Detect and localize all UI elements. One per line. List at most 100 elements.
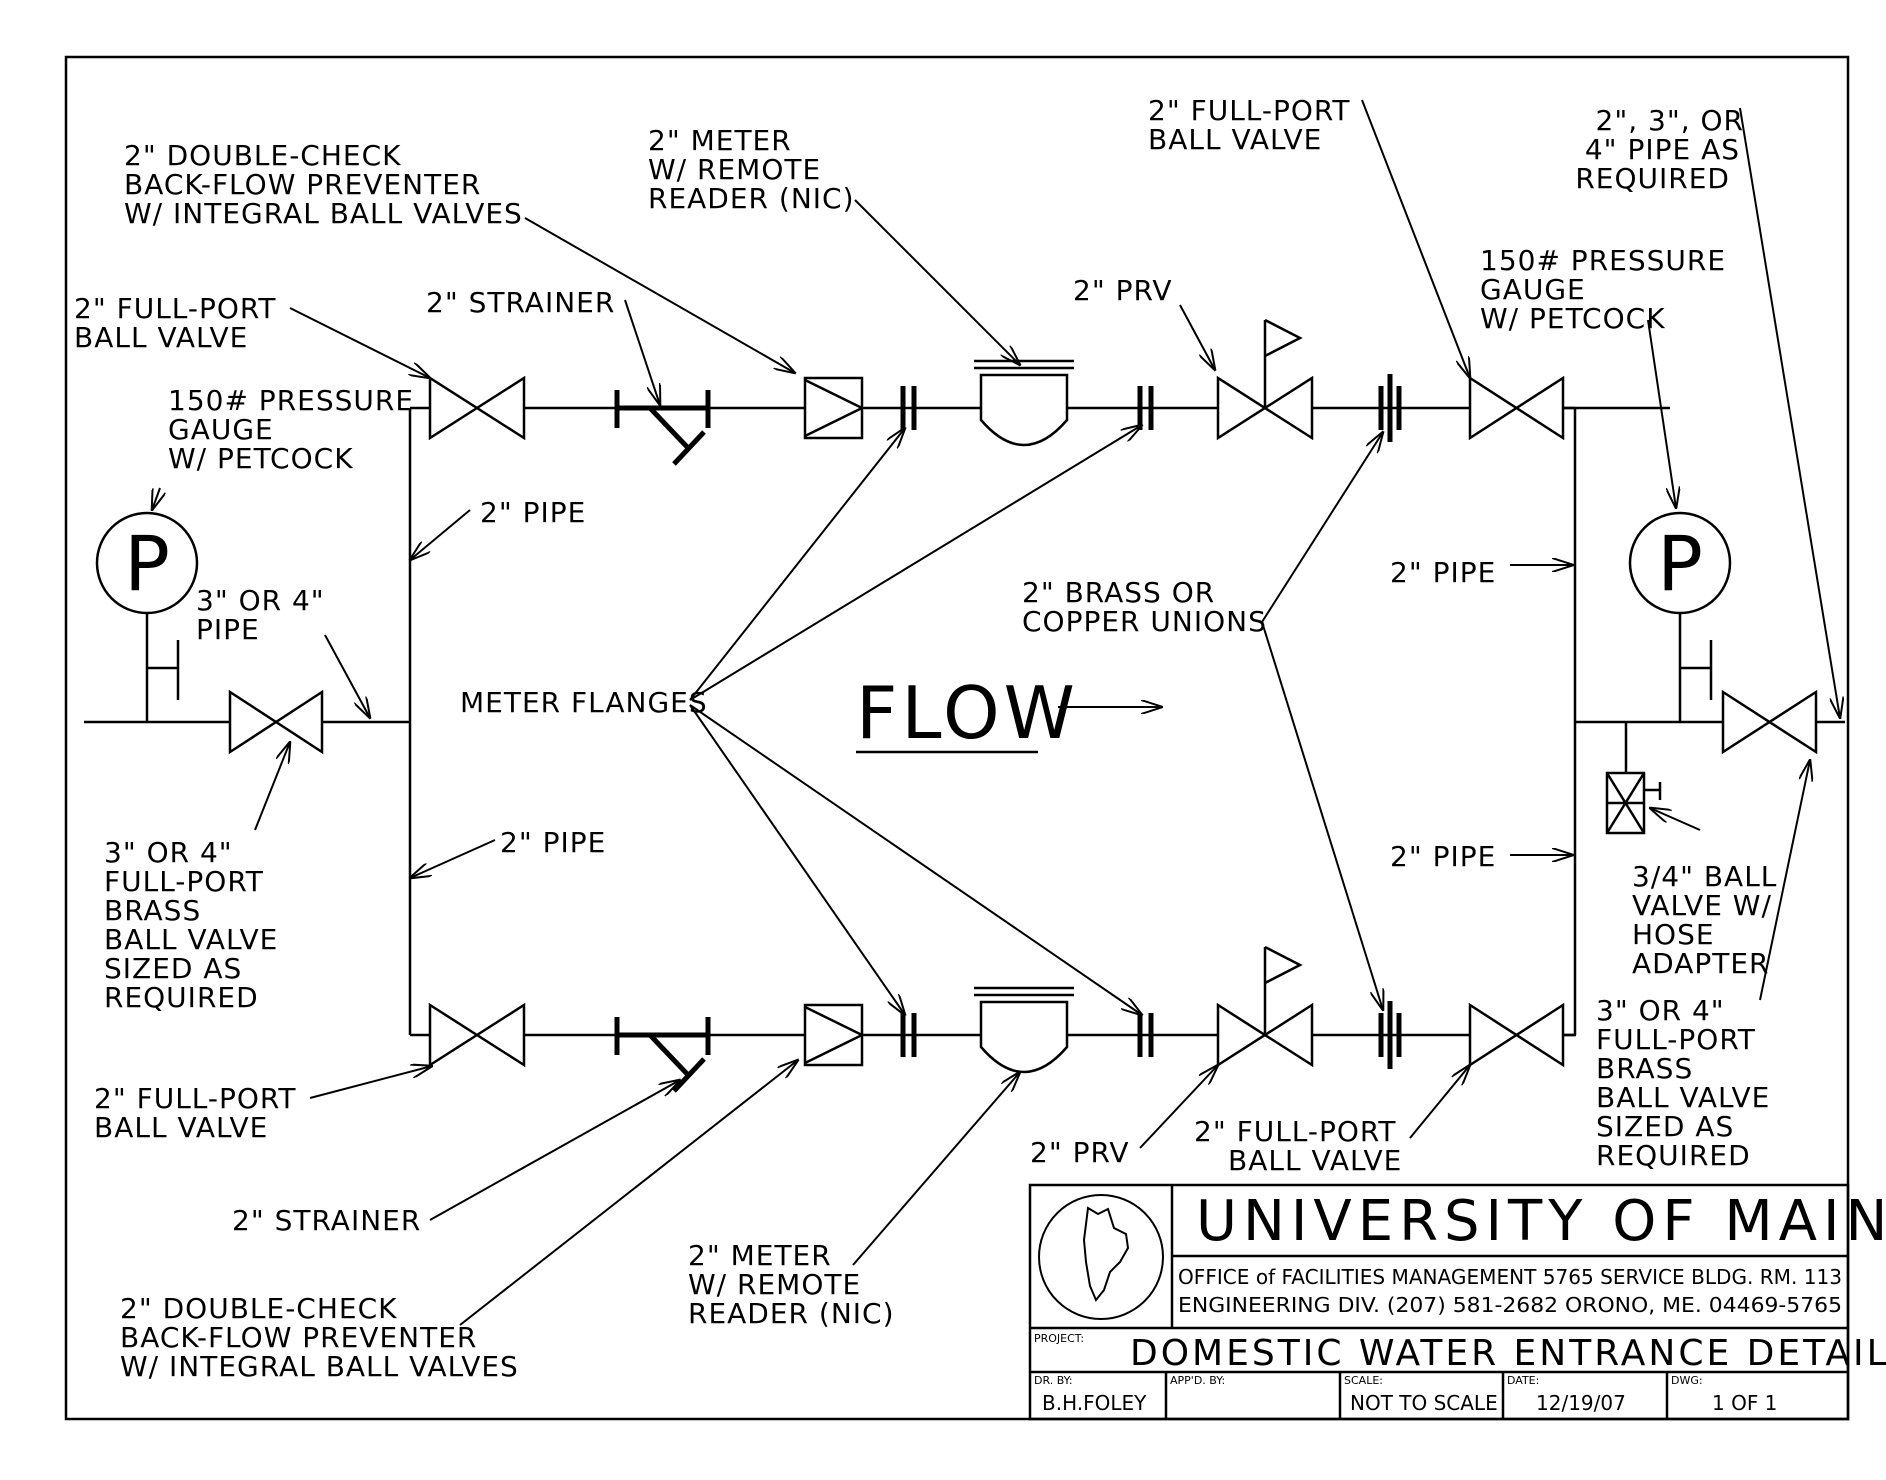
meter-flange-bottom-right-icon — [1137, 1013, 1154, 1057]
sheet-border — [64, 55, 1850, 1421]
ball-valve-inlet-icon — [228, 689, 324, 755]
label-dcv-top-line1: 2" DOUBLE-CHECK — [124, 139, 402, 172]
label-bv-left-line5: SIZED AS — [104, 952, 242, 985]
label-meter-bottom-line3: READER (NIC) — [688, 1297, 895, 1330]
label-meter-bottom-line2: W/ REMOTE — [688, 1268, 861, 1301]
label-meter-top-line2: W/ REMOTE — [648, 153, 821, 186]
label-bv-right-line5: SIZED AS — [1596, 1110, 1734, 1143]
gauge-right-symbol: P — [1657, 519, 1703, 608]
title-drby: B.H.FOLEY — [1042, 1391, 1147, 1415]
label-pipe-right-top: 2" PIPE — [1390, 556, 1496, 589]
label-bv-right-line2: FULL-PORT — [1596, 1023, 1756, 1056]
label-pipe-required-line1: 2", 3", OR — [1596, 104, 1744, 137]
title-office-line1: OFFICE of FACILITIES MANAGEMENT 5765 SER… — [1178, 1265, 1842, 1289]
ball-valve-top-left-icon — [428, 375, 526, 441]
label-dcv-bottom-line1: 2" DOUBLE-CHECK — [120, 1292, 398, 1325]
union-top-icon — [1378, 374, 1402, 442]
label-gauge-right-line2: GAUGE — [1480, 273, 1586, 306]
label-fpbv-bottom-left-line1: 2" FULL-PORT — [94, 1082, 296, 1115]
label-bv-left-line1: 3" OR 4" — [104, 836, 233, 869]
label-fpbv-top-left-line2: BALL VALVE — [74, 321, 248, 354]
label-dcv-top-line3: W/ INTEGRAL BALL VALVES — [124, 197, 523, 230]
label-pipe-right-bottom: 2" PIPE — [1390, 840, 1496, 873]
title-scale: NOT TO SCALE — [1350, 1391, 1498, 1415]
union-bottom-icon — [1378, 1001, 1402, 1069]
label-bv-right-line4: BALL VALVE — [1596, 1081, 1770, 1114]
label-meter-flanges: METER FLANGES — [460, 686, 708, 719]
title-office-line2: ENGINEERING DIV. (207) 581-2682 ORONO, M… — [1178, 1293, 1842, 1317]
leader-lines — [152, 99, 1840, 1326]
label-dcv-bottom-line3: W/ INTEGRAL BALL VALVES — [120, 1350, 519, 1383]
label-pipe-left-top: 2" PIPE — [480, 496, 586, 529]
label-gauge-right-line1: 150# PRESSURE — [1480, 244, 1726, 277]
label-pipe-required-line2: 4" PIPE AS — [1585, 133, 1740, 166]
label-hose-valve-line2: VALVE W/ — [1632, 889, 1772, 922]
label-bv-right-line1: 3" OR 4" — [1596, 994, 1725, 1027]
label-bv-left-line2: FULL-PORT — [104, 865, 264, 898]
label-hose-valve-line4: ADAPTER — [1632, 947, 1770, 980]
strainer-bottom-icon — [614, 1017, 711, 1093]
label-prv-bottom: 2" PRV — [1030, 1136, 1130, 1169]
title-date: 12/19/07 — [1536, 1391, 1626, 1415]
maine-seal-icon — [1038, 1194, 1164, 1320]
label-gauge-left-line3: W/ PETCOCK — [168, 442, 354, 475]
label-fpbv-bottom-right-line1: 2" FULL-PORT — [1194, 1115, 1396, 1148]
label-gauge-right-line3: W/ PETCOCK — [1480, 302, 1666, 335]
label-strainer-bottom: 2" STRAINER — [232, 1204, 421, 1237]
label-fpbv-top-right-line2: BALL VALVE — [1148, 123, 1322, 156]
label-bv-left-line3: BRASS — [104, 894, 201, 927]
label-meter-top-line3: READER (NIC) — [648, 182, 855, 215]
prv-top-icon — [1216, 318, 1314, 441]
prv-bottom-icon — [1216, 945, 1314, 1068]
title-dwg-label: DWG: — [1671, 1374, 1703, 1387]
ball-valve-bottom-left-icon — [428, 1002, 526, 1068]
label-pipe-required-line3: REQUIRED — [1575, 162, 1730, 195]
title-university: UNIVERSITY OF MAINE — [1196, 1189, 1886, 1254]
label-fpbv-top-right-line1: 2" FULL-PORT — [1148, 94, 1350, 127]
label-strainer-top: 2" STRAINER — [426, 286, 615, 319]
meter-bottom-icon — [974, 986, 1074, 1074]
strainer-top-icon — [614, 390, 711, 466]
label-meter-top-line1: 2" METER — [648, 124, 792, 157]
label-unions-line1: 2" BRASS OR — [1022, 576, 1215, 609]
label-bv-right-line6: REQUIRED — [1596, 1139, 1751, 1172]
annotation-labels: 2" DOUBLE-CHECK BACK-FLOW PREVENTER W/ I… — [74, 94, 1777, 1383]
label-dcv-bottom-line2: BACK-FLOW PREVENTER — [120, 1321, 477, 1354]
ball-valve-top-right-icon — [1468, 375, 1565, 441]
meter-flange-top-right-icon — [1137, 386, 1154, 430]
gauge-left-symbol: P — [124, 519, 170, 608]
title-project-label: PROJECT: — [1034, 1332, 1084, 1345]
title-drby-label: DR. BY: — [1034, 1374, 1073, 1387]
title-date-label: DATE: — [1507, 1374, 1539, 1387]
meter-flange-bottom-left-icon — [900, 1013, 917, 1057]
title-project: DOMESTIC WATER ENTRANCE DETAIL — [1130, 1333, 1886, 1374]
pressure-gauge-left-icon — [95, 511, 199, 722]
label-meter-bottom-line1: 2" METER — [688, 1239, 832, 1272]
label-fpbv-bottom-left-line2: BALL VALVE — [94, 1111, 268, 1144]
label-bv-left-line4: BALL VALVE — [104, 923, 278, 956]
ball-valve-outlet-icon — [1721, 689, 1818, 755]
label-bv-left-line6: REQUIRED — [104, 981, 259, 1014]
double-check-bottom-icon — [803, 1003, 865, 1067]
pressure-gauge-right-icon — [1628, 511, 1732, 722]
label-pipe-3or4-line1: 3" OR 4" — [196, 584, 325, 617]
meter-flange-top-left-icon — [900, 386, 917, 430]
ball-valve-bottom-right-icon — [1468, 1002, 1565, 1068]
label-dcv-top-line2: BACK-FLOW PREVENTER — [124, 168, 481, 201]
label-prv-top: 2" PRV — [1073, 274, 1173, 307]
title-dwg: 1 OF 1 — [1712, 1391, 1777, 1415]
title-appd-label: APP'D. BY: — [1170, 1374, 1225, 1387]
label-pipe-3or4-line2: PIPE — [196, 613, 260, 646]
hose-ball-valve-icon — [1605, 722, 1662, 835]
label-hose-valve-line1: 3/4" BALL — [1632, 860, 1777, 893]
label-unions-line2: COPPER UNIONS — [1022, 605, 1267, 638]
label-hose-valve-line3: HOSE — [1632, 918, 1715, 951]
label-pipe-left-bottom: 2" PIPE — [500, 826, 606, 859]
label-gauge-left-line1: 150# PRESSURE — [168, 384, 414, 417]
label-gauge-left-line2: GAUGE — [168, 413, 274, 446]
title-block: UNIVERSITY OF MAINE OFFICE of FACILITIES… — [1028, 1183, 1886, 1421]
label-bv-right-line3: BRASS — [1596, 1052, 1693, 1085]
double-check-top-icon — [803, 376, 865, 440]
